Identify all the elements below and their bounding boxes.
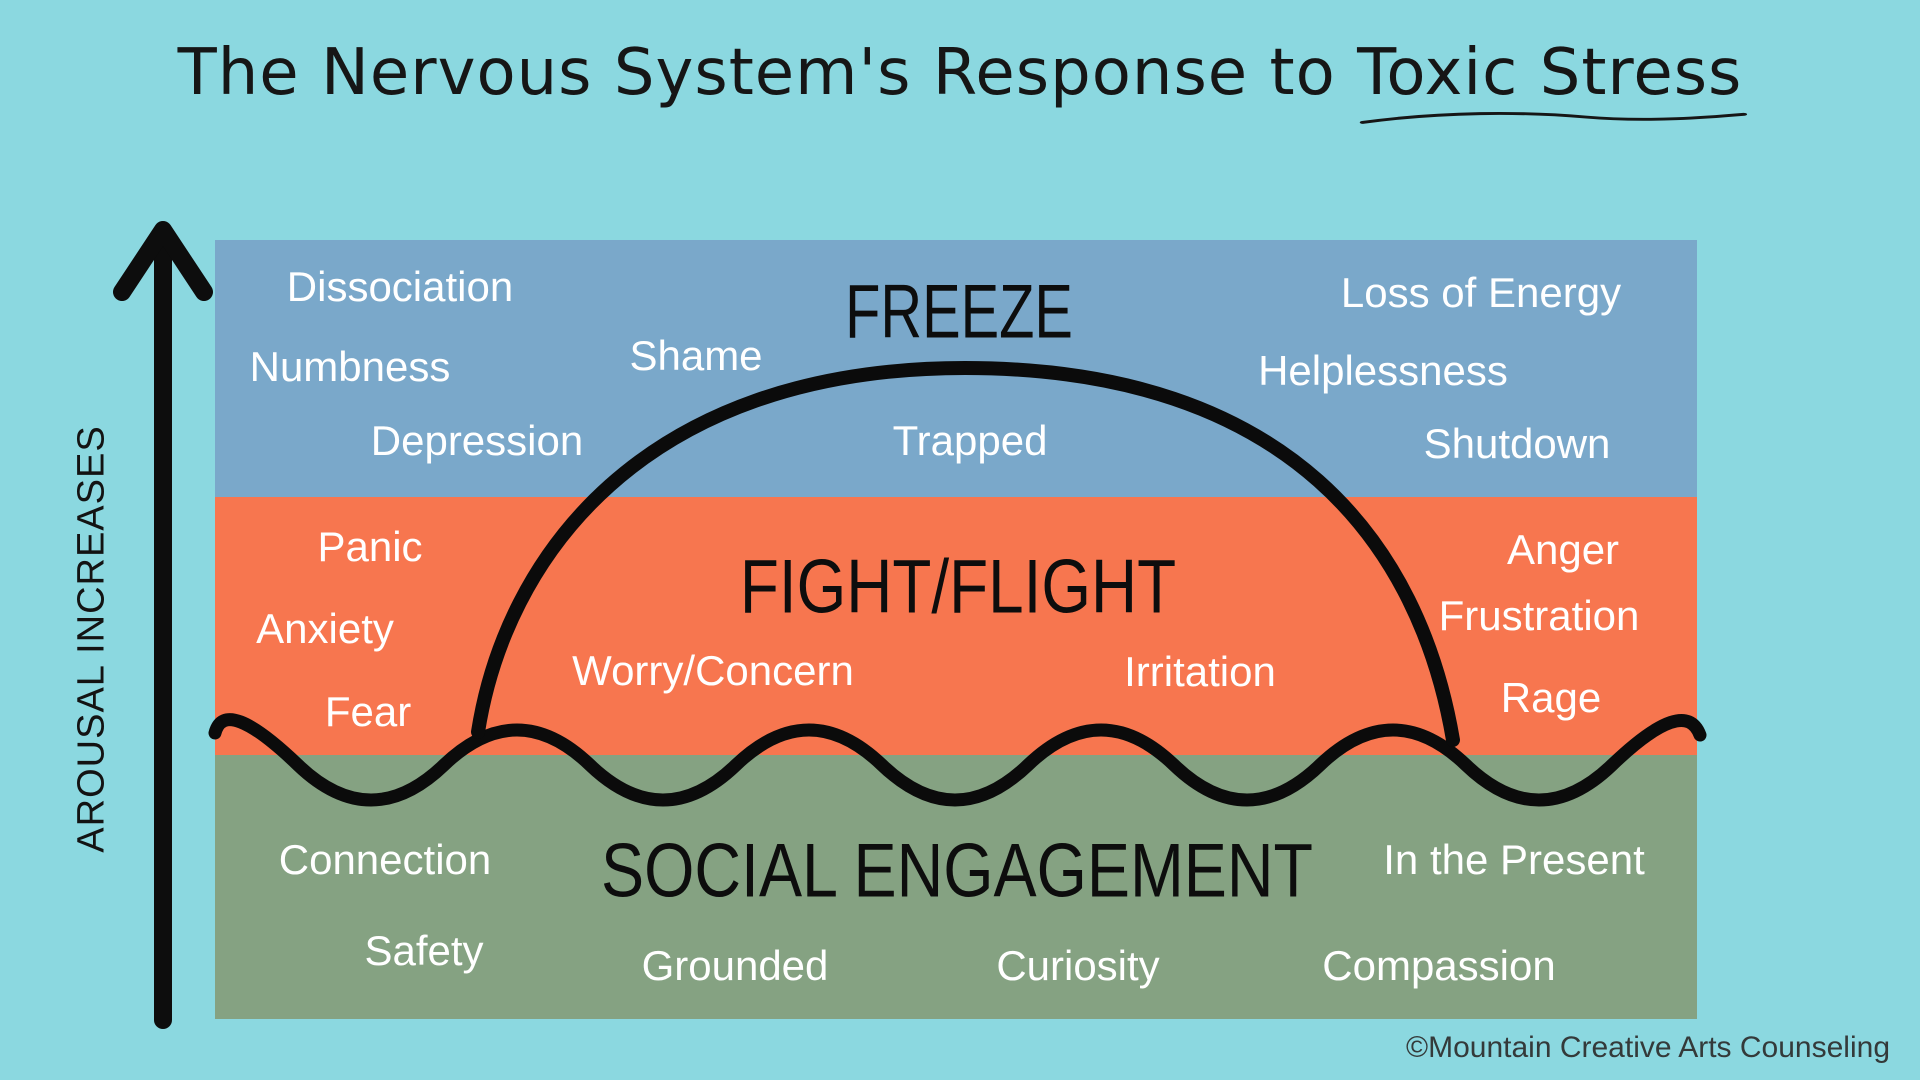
word-helplessness: Helplessness xyxy=(1258,347,1508,394)
word-connection: Connection xyxy=(278,836,492,883)
word-panic: Panic xyxy=(317,523,423,570)
word-safety: Safety xyxy=(364,927,484,974)
page-title-prefix: The Nervous System's Response to xyxy=(177,36,1358,110)
word-worry-concern: Worry/Concern xyxy=(572,647,854,694)
word-anger: Anger xyxy=(1506,526,1620,573)
page-title: The Nervous System's Response to Toxic S… xyxy=(0,36,1920,124)
word-dissociation: Dissociation xyxy=(286,263,514,310)
word-anxiety: Anxiety xyxy=(256,605,394,652)
fight-flight-zone-label: FIGHT/FLIGHT xyxy=(739,544,1177,630)
word-trapped: Trapped xyxy=(892,417,1048,464)
word-fear: Fear xyxy=(324,688,412,735)
word-numbness: Numbness xyxy=(249,343,451,390)
word-irritation: Irritation xyxy=(1124,648,1276,695)
arousal-axis-label: AROUSAL INCREASES xyxy=(70,425,113,853)
social-engagement-zone-label: SOCIAL ENGAGEMENT xyxy=(601,828,1313,914)
page-title-underlined-text: Toxic Stress xyxy=(1357,36,1743,110)
word-compassion: Compassion xyxy=(1322,942,1556,989)
word-loss-of-energy: Loss of Energy xyxy=(1340,269,1622,316)
word-frustration: Frustration xyxy=(1438,592,1640,639)
word-grounded: Grounded xyxy=(641,942,829,989)
page-title-underlined: Toxic Stress xyxy=(1357,36,1748,124)
word-curiosity: Curiosity xyxy=(996,942,1160,989)
word-shutdown: Shutdown xyxy=(1423,420,1611,467)
arousal-arrow-icon xyxy=(113,221,213,1029)
word-rage: Rage xyxy=(1500,674,1602,721)
word-in-the-present: In the Present xyxy=(1383,836,1645,883)
word-depression: Depression xyxy=(370,417,584,464)
freeze-zone-label: FREEZE xyxy=(845,269,1073,355)
hand-drawn-underline xyxy=(1359,112,1748,124)
word-shame: Shame xyxy=(629,332,763,379)
copyright-text: ©Mountain Creative Arts Counseling xyxy=(1405,1031,1890,1064)
